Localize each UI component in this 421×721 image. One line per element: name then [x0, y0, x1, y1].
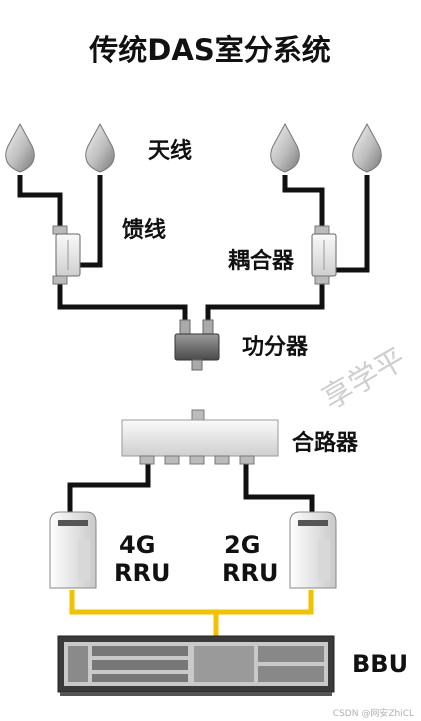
cable-left-coupler-to-divider: [57, 282, 188, 325]
cable-right-antenna-2: [335, 175, 370, 273]
cable-combiner-to-4g-rru: [67, 455, 151, 515]
coupler-left: [52, 225, 81, 285]
power-divider-device: [174, 319, 220, 371]
label-power-divider: 功分器: [242, 335, 309, 360]
coupler-right: [311, 225, 337, 285]
rru-2g-device: [289, 511, 337, 589]
cable-right-coupler-to-divider: [205, 282, 325, 325]
label-rru-4g-line2: RRU: [114, 559, 170, 587]
label-combiner: 合路器: [292, 430, 359, 456]
antenna-left-2: [85, 122, 115, 173]
feeder-cables: [17, 175, 370, 515]
diagram-title: 传统DAS室分系统: [88, 33, 330, 67]
label-bbu: BBU: [352, 650, 408, 678]
label-antenna: 天线: [148, 138, 192, 164]
cable-combiner-to-2g-rru: [243, 455, 315, 515]
antenna-left-1: [5, 122, 35, 173]
credit-text: CSDN @网安ZhiCL: [333, 707, 414, 719]
fiber-2g-rru: [216, 590, 314, 615]
label-rru-4g-line1: 4G: [119, 531, 155, 559]
antenna-right-1: [270, 122, 300, 173]
cable-left-antenna-1: [17, 175, 63, 228]
cable-right-antenna-1: [282, 175, 325, 228]
label-feeder: 馈线: [122, 217, 166, 243]
label-rru-2g-line2: RRU: [222, 559, 278, 587]
cable-left-antenna-2: [80, 175, 103, 268]
bbu-device: [57, 635, 335, 696]
antenna-right-2: [352, 122, 382, 173]
label-rru-2g-line1: 2G: [224, 531, 260, 559]
rru-4g-device: [49, 511, 97, 589]
fiber-4g-rru: [69, 590, 216, 615]
watermark: 享学平: [317, 342, 412, 417]
label-coupler: 耦合器: [228, 248, 295, 274]
combiner-device: [121, 409, 279, 465]
